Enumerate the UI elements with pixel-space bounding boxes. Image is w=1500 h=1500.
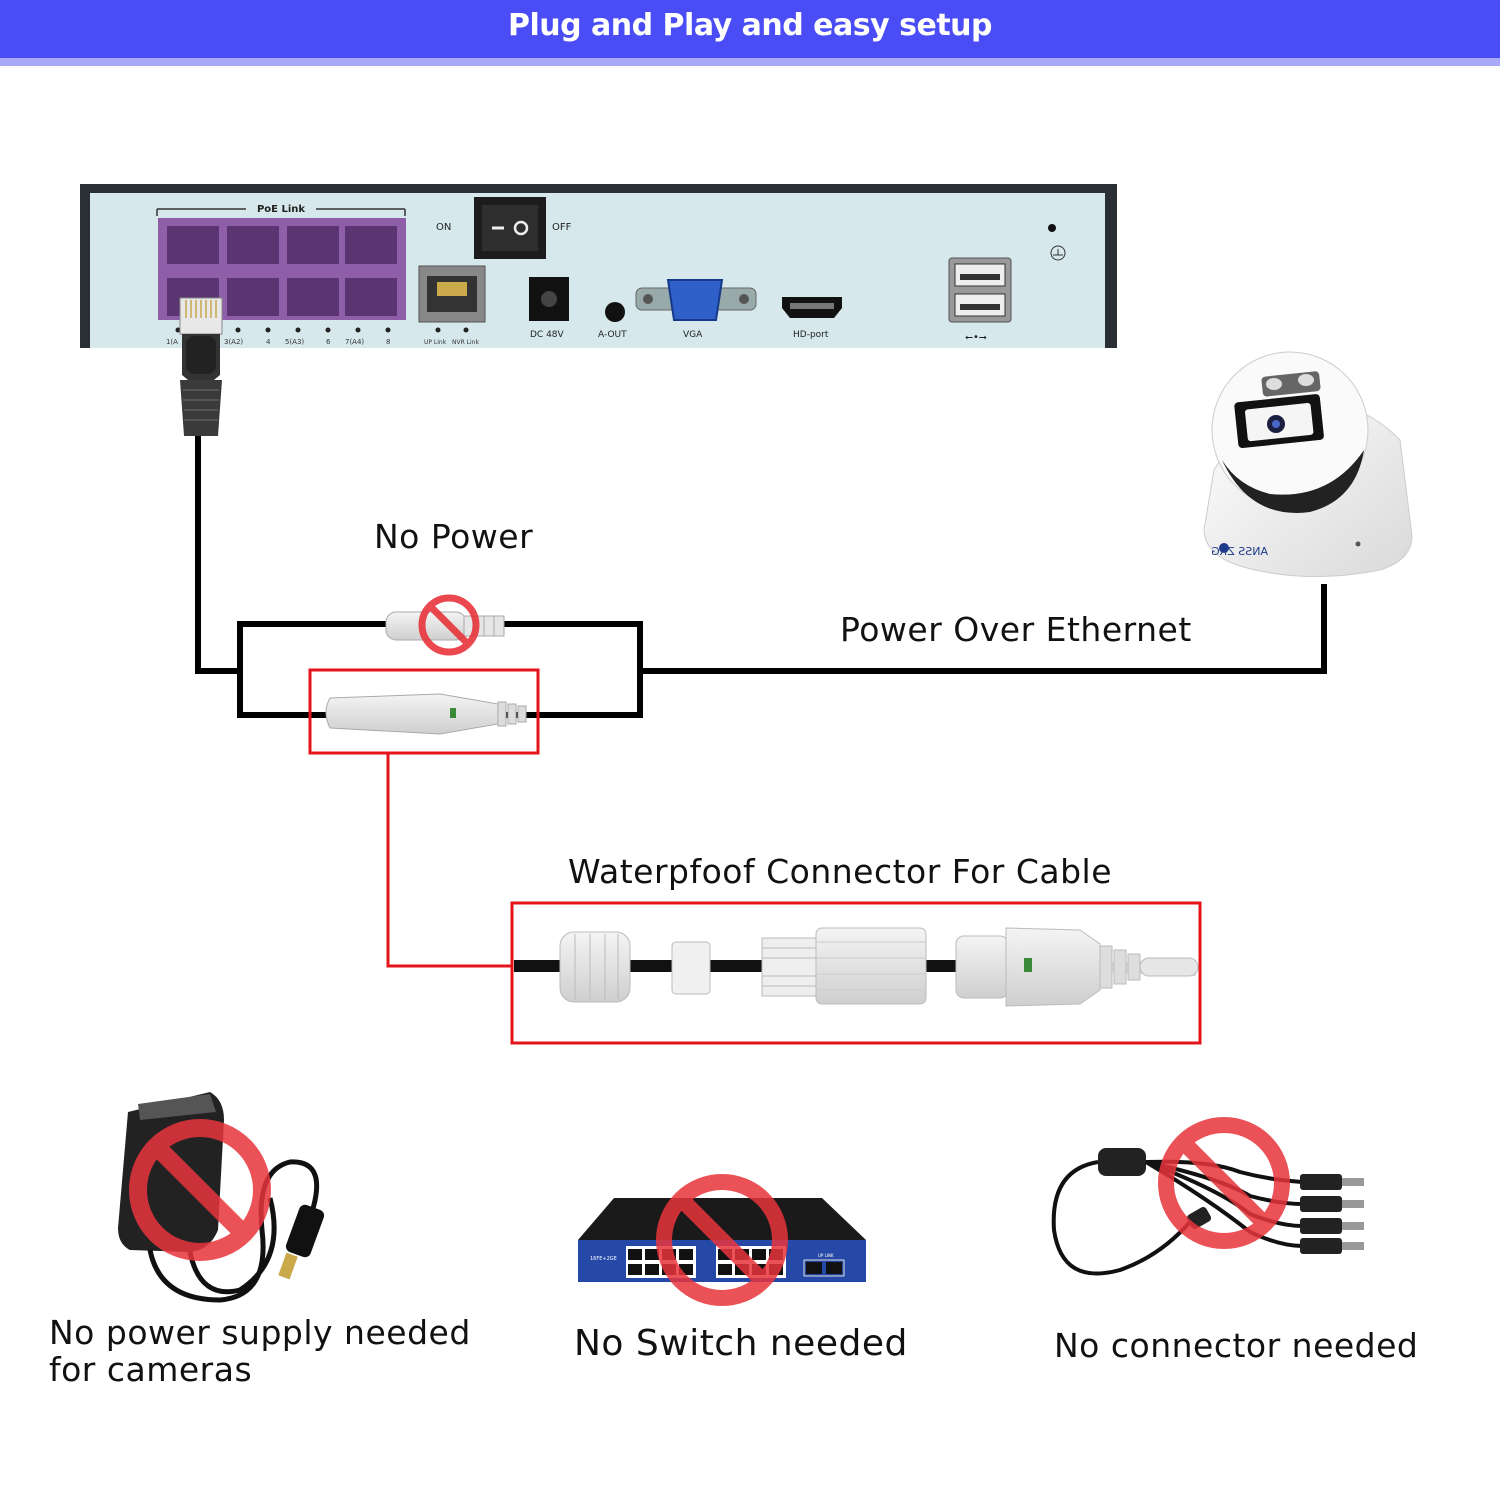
prohibit-sign-splitter xyxy=(1158,1117,1290,1249)
splitter-cable xyxy=(1051,1148,1364,1276)
vga-port xyxy=(666,279,724,321)
aout-label: A-OUT xyxy=(598,330,627,340)
port-label-1: 1(A xyxy=(166,338,178,346)
prohibit-sign-switch xyxy=(656,1174,788,1306)
page-title: Plug and Play and easy setup xyxy=(507,8,993,43)
ethernet-plug xyxy=(179,297,223,436)
vga-label: VGA xyxy=(683,330,703,340)
no-power-supply-label-line1: No power supply needed xyxy=(49,1313,471,1352)
port-label-8: 8 xyxy=(386,338,390,346)
ground-icon xyxy=(1050,245,1066,261)
no-power-label: No Power xyxy=(374,517,534,556)
coupler-highlight-box xyxy=(308,668,540,755)
poe-link-label: PoE Link xyxy=(257,204,305,215)
switch-model-label: 16FE+2GE xyxy=(590,1256,617,1262)
audio-out-jack xyxy=(605,302,625,322)
port-label-4: 4 xyxy=(266,338,271,346)
uplink-label: UP Link xyxy=(424,339,447,346)
waterproof-label: Waterpfoof Connector For Cable xyxy=(568,852,1113,891)
prohibit-sign-dc xyxy=(418,594,480,656)
nvr-back-panel: PoE Link 1(A 3(A2) 4 5(A3) 6 7(A4) 8 UP xyxy=(80,184,1117,348)
header-banner xyxy=(0,0,1500,66)
port-label-5: 5(A3) xyxy=(285,338,304,346)
nvr-link-label: NVR Link xyxy=(452,339,479,346)
dc-label: DC 48V xyxy=(530,330,565,340)
no-power-supply-label-line2: for cameras xyxy=(49,1350,253,1389)
switch-on-label: ON xyxy=(436,222,451,233)
waterproof-highlight-box xyxy=(510,901,1202,1045)
ethernet-cable xyxy=(195,436,1327,718)
switch-off-label: OFF xyxy=(552,222,572,233)
dome-camera: ANSS ZRG xyxy=(1203,351,1413,578)
no-switch-label: No Switch needed xyxy=(574,1323,908,1364)
prohibit-sign-adapter xyxy=(129,1119,271,1261)
port-label-7: 7(A4) xyxy=(345,338,364,346)
poe-label: Power Over Ethernet xyxy=(840,610,1192,649)
switch-uplink-label: UP LINK xyxy=(818,1253,834,1258)
port-label-6: 6 xyxy=(326,338,331,346)
rj45-coupler xyxy=(325,693,527,735)
usb-icon: ⭠•⭢ xyxy=(965,332,987,343)
waterproof-connector-parts xyxy=(514,927,1199,1007)
hdmi-label: HD-port xyxy=(793,330,829,340)
camera-brand: ANSS ZRG xyxy=(1211,545,1268,558)
port-label-3: 3(A2) xyxy=(224,338,243,346)
callout-line xyxy=(386,753,512,968)
no-connector-label: No connector needed xyxy=(1054,1326,1419,1365)
